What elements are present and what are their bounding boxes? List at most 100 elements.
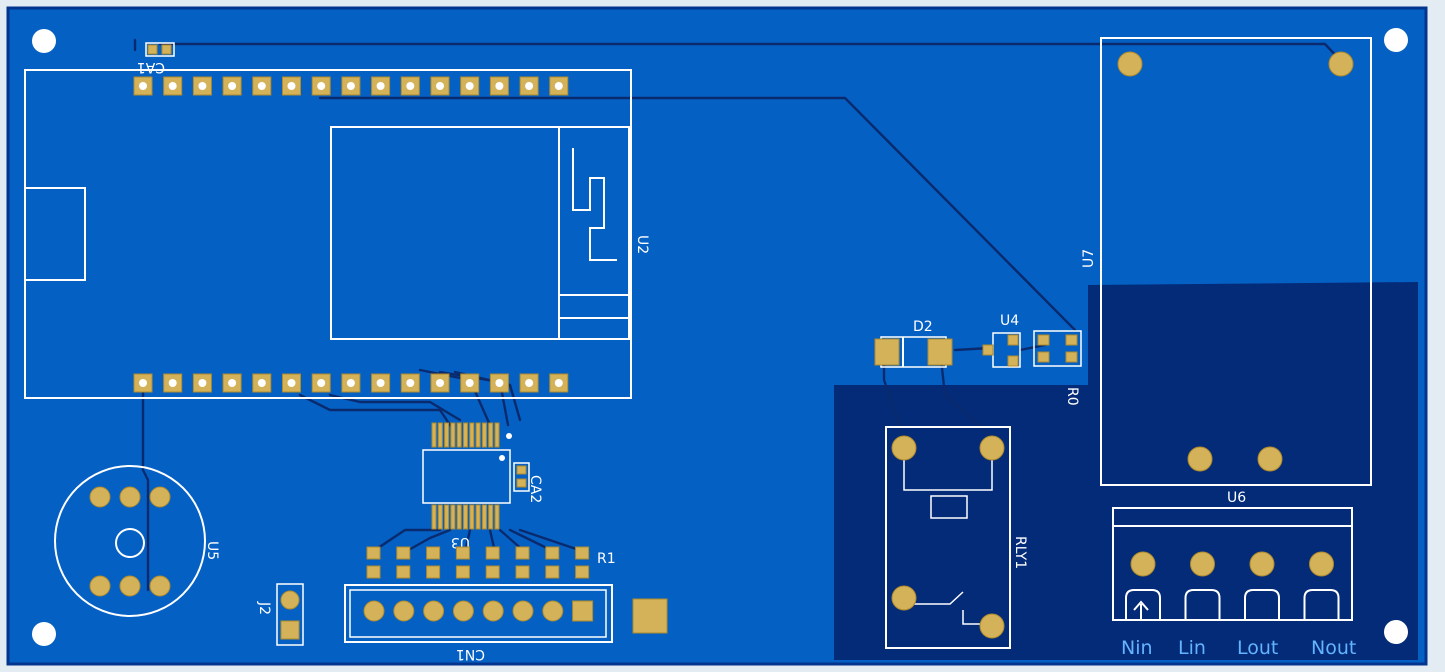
ic-pin xyxy=(475,504,481,530)
component-u7: U7 xyxy=(1081,37,1372,486)
terminal-label-lout: Lout xyxy=(1237,637,1278,659)
u2-top-header xyxy=(133,76,569,96)
u6-label: U6 xyxy=(1227,490,1246,506)
u3-label: U3 xyxy=(451,534,470,550)
terminal-label-lin: Lin xyxy=(1178,637,1206,659)
resistor-pad xyxy=(396,565,411,579)
pad-drill xyxy=(139,379,147,387)
connector-pin xyxy=(482,600,504,622)
ic-pin xyxy=(463,504,468,530)
component-cn1: CN1 xyxy=(344,584,613,662)
pad-drill xyxy=(346,379,355,387)
ca1-label: CA1 xyxy=(137,59,165,75)
ic-pin xyxy=(469,422,475,448)
terminal-pad xyxy=(1190,551,1215,577)
pad-drill xyxy=(168,82,177,90)
ic-pin xyxy=(437,422,443,448)
resistor-pad xyxy=(455,546,470,560)
pad-drill xyxy=(257,82,266,90)
connector-pin xyxy=(512,600,534,622)
pad-drill xyxy=(554,379,563,387)
component-j2: J2 xyxy=(256,583,304,646)
ic-pin xyxy=(481,422,487,448)
component-u3: U3 xyxy=(422,422,512,550)
terminal-screw-outline xyxy=(1184,589,1221,620)
component-u5: U5 xyxy=(54,465,220,617)
rly1-label: RLY1 xyxy=(1012,536,1028,569)
pad-drill xyxy=(406,379,415,387)
u2-bottom-header xyxy=(133,373,569,393)
resistor-pad xyxy=(366,546,381,560)
u3-bottom-pins xyxy=(431,504,500,530)
pad-drill xyxy=(495,379,504,387)
ic-pin xyxy=(444,422,450,448)
cn1-label: CN1 xyxy=(456,646,485,662)
component-r0: R0 xyxy=(1033,330,1082,406)
connector-pin xyxy=(363,600,385,622)
resistor-pad xyxy=(485,546,500,560)
mounting-hole-bottom-left xyxy=(32,622,56,646)
resistor-pad xyxy=(545,565,560,579)
terminal-label-nin: Nin xyxy=(1121,637,1153,659)
ic-pin xyxy=(456,422,462,448)
u3-top-pins xyxy=(431,422,500,448)
component-u6: U6 xyxy=(1112,490,1353,621)
terminal-pad xyxy=(1130,551,1156,577)
pad-drill xyxy=(198,379,207,387)
terminal-screw-outline xyxy=(1244,589,1280,620)
j2-label: J2 xyxy=(256,601,272,615)
mounting-hole-top-left xyxy=(32,29,56,53)
resistor-pad xyxy=(426,565,441,579)
pad-drill xyxy=(228,379,237,387)
r1-pads xyxy=(366,546,590,579)
pad-drill xyxy=(346,82,355,90)
resistor-pad xyxy=(515,546,530,560)
test-pad xyxy=(632,598,668,634)
ic-pin xyxy=(481,504,487,530)
pad-drill xyxy=(317,82,326,90)
component-ca2: CA2 xyxy=(513,462,543,503)
u2-label: U2 xyxy=(634,235,650,254)
pad-drill xyxy=(228,82,237,90)
connector-pin-1 xyxy=(572,600,594,622)
ic-pin xyxy=(488,504,494,530)
terminal-label-nout: Nout xyxy=(1311,637,1356,659)
d2-label: D2 xyxy=(913,319,933,335)
ic-pin xyxy=(450,422,456,448)
r1-label: R1 xyxy=(597,551,616,567)
mounting-hole-top-right xyxy=(1384,28,1408,52)
resistor-pad xyxy=(545,546,560,560)
pad-drill xyxy=(168,379,177,387)
pad-drill xyxy=(495,82,504,90)
ic-pin xyxy=(431,422,437,448)
u5-label: U5 xyxy=(204,541,220,560)
pad-drill xyxy=(376,379,385,387)
mounting-hole-bottom-right xyxy=(1384,620,1408,644)
ic-pin xyxy=(456,504,462,530)
arrow-up-icon xyxy=(1133,600,1149,620)
ic-pin xyxy=(494,504,500,530)
r0-label: R0 xyxy=(1064,387,1080,406)
ic-pin xyxy=(444,504,450,530)
connector-pin xyxy=(423,600,445,622)
ic-pin xyxy=(475,422,481,448)
resistor-pad xyxy=(575,546,590,560)
component-r1: R1 xyxy=(366,546,616,579)
pad-drill xyxy=(376,82,385,90)
component-u2: U2 xyxy=(24,69,650,399)
u4-label: U4 xyxy=(1000,313,1019,329)
component-u4: U4 xyxy=(982,313,1021,368)
resistor-pad xyxy=(575,565,590,579)
resistor-pad xyxy=(396,546,411,560)
pad-drill xyxy=(465,82,474,90)
resistor-pad xyxy=(485,565,500,579)
terminal-screw-outline xyxy=(1125,589,1161,620)
connector-pin xyxy=(452,600,474,622)
pad-drill xyxy=(287,379,296,387)
component-d2: D2 xyxy=(874,319,953,368)
resistor-pad xyxy=(455,565,470,579)
cn1-pins xyxy=(363,600,594,622)
pad-drill xyxy=(436,379,444,387)
resistor-pad xyxy=(366,565,381,579)
